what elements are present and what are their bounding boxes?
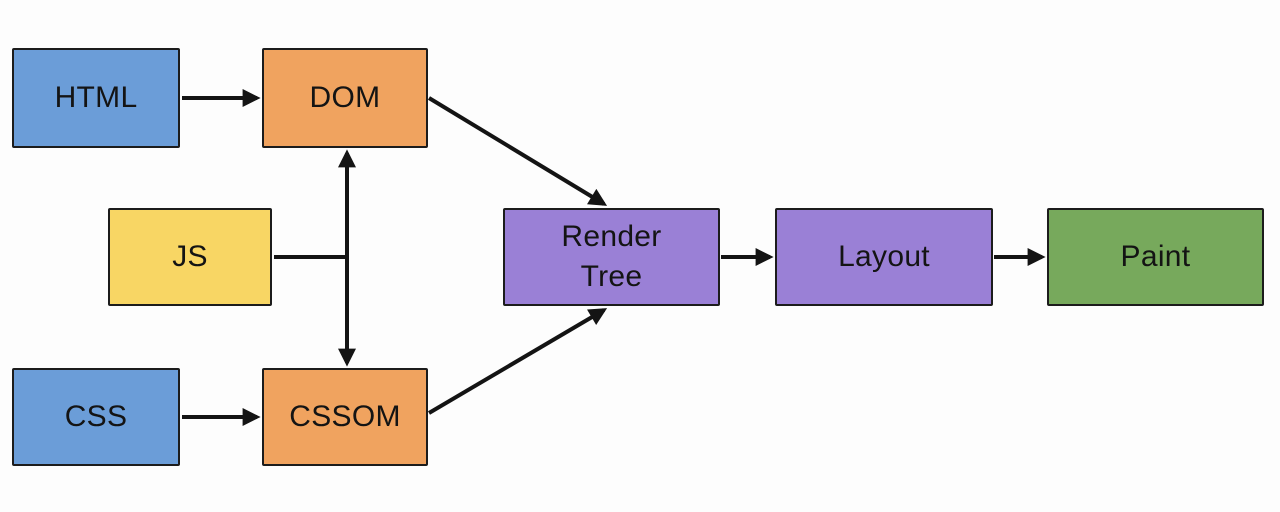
node-css: CSS: [12, 368, 180, 466]
node-cssom-label: CSSOM: [289, 400, 401, 434]
node-html: HTML: [12, 48, 180, 148]
edge-dom-to-render-tree: [427, 96, 608, 206]
node-render-tree: Render Tree: [503, 208, 720, 306]
edge-cssom-to-render-tree: [427, 308, 608, 415]
node-paint-label: Paint: [1120, 240, 1191, 274]
node-css-label: CSS: [64, 400, 128, 434]
node-layout-label: Layout: [838, 240, 930, 274]
node-render-tree-label: Render Tree: [561, 220, 662, 293]
node-paint: Paint: [1047, 208, 1264, 306]
node-layout: Layout: [775, 208, 993, 306]
node-cssom: CSSOM: [262, 368, 428, 466]
node-dom: DOM: [262, 48, 428, 148]
node-html-label: HTML: [54, 81, 138, 115]
node-js: JS: [108, 208, 272, 306]
node-dom-label: DOM: [309, 81, 381, 115]
node-js-label: JS: [172, 240, 208, 274]
